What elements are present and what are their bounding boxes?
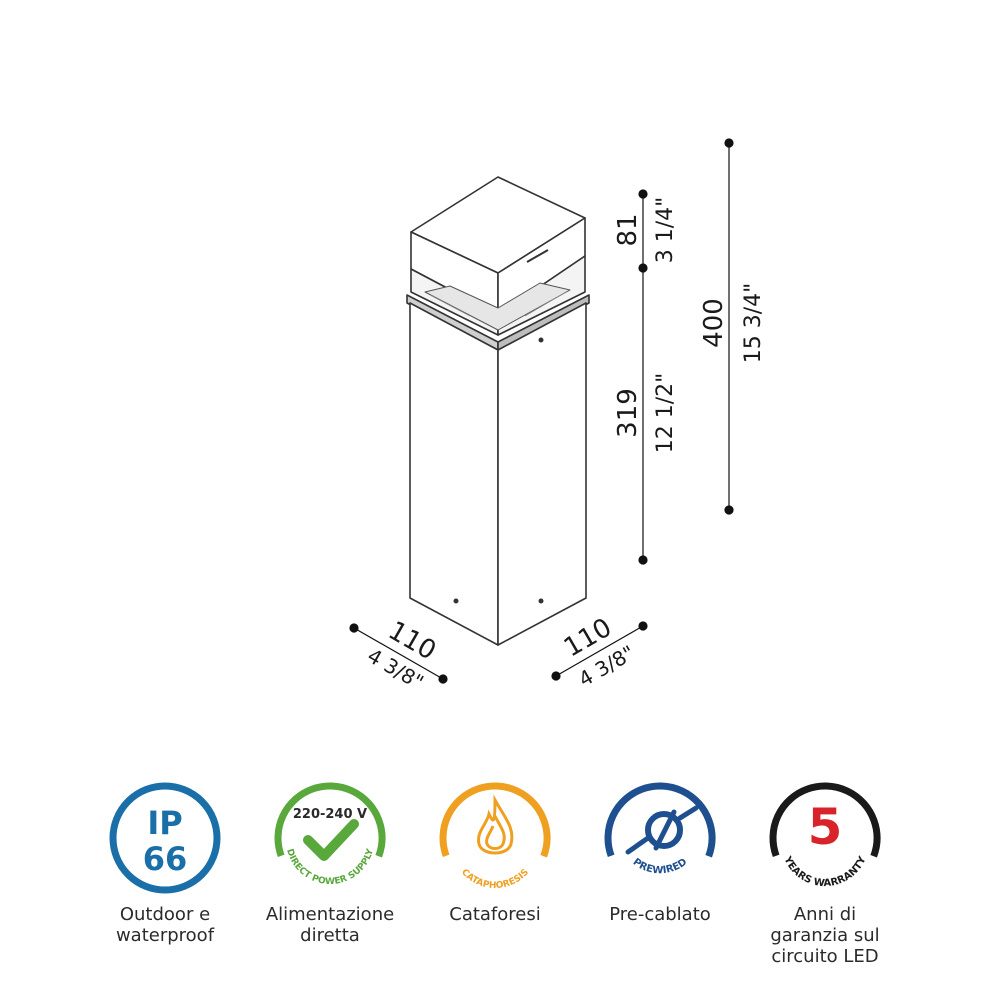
body-right-side bbox=[497, 302, 587, 646]
technical-drawing: 400 15 3/4" 81 3 1/4" 319 12 1/2" 110 4 … bbox=[349, 138, 766, 694]
badge-prewired: PREWIRED Pre-cablato bbox=[575, 778, 745, 925]
badge-label-warranty: Anni di garanzia sul circuito LED bbox=[770, 904, 880, 967]
svg-text:PREWIRED: PREWIRED bbox=[631, 857, 689, 877]
body-left-side bbox=[409, 302, 499, 646]
svg-text:YEARS WARRANTY: YEARS WARRANTY bbox=[781, 854, 869, 889]
total-height-in: 15 3/4" bbox=[741, 283, 766, 364]
cataphoresis-icon: CATAPHORESIS bbox=[439, 782, 551, 894]
badge-label-cataphoresis: Cataforesi bbox=[449, 904, 541, 925]
badge-ip66: IP 66 Outdoor e waterproof bbox=[80, 778, 250, 946]
head-height-in: 3 1/4" bbox=[653, 197, 678, 264]
svg-text:220-240 V: 220-240 V bbox=[293, 807, 367, 822]
badge-cataphoresis: CATAPHORESIS Cataforesi bbox=[410, 778, 580, 925]
ip66-icon: IP 66 bbox=[109, 782, 221, 894]
svg-text:5: 5 bbox=[808, 798, 843, 856]
head-height-mm: 81 bbox=[613, 213, 643, 246]
direct-power-supply-icon: 220-240 V DIRECT POWER SUPPLY bbox=[274, 782, 386, 894]
badge-label-ip66: Outdoor e waterproof bbox=[115, 904, 215, 946]
body-height-mm: 319 bbox=[613, 388, 643, 438]
svg-text:CATAPHORESIS: CATAPHORESIS bbox=[459, 868, 531, 892]
badge-direct-power: 220-240 V DIRECT POWER SUPPLY Alimentazi… bbox=[245, 778, 415, 946]
warranty-icon: 5 YEARS WARRANTY bbox=[769, 782, 881, 894]
svg-text:66: 66 bbox=[143, 840, 188, 878]
badge-label-prewired: Pre-cablato bbox=[609, 904, 711, 925]
prewired-icon: PREWIRED bbox=[604, 782, 716, 894]
feature-badges: IP 66 Outdoor e waterproof 220-240 V DIR… bbox=[0, 770, 1000, 1000]
body-height-in: 12 1/2" bbox=[653, 373, 678, 454]
svg-text:IP: IP bbox=[147, 804, 182, 842]
total-height-mm: 400 bbox=[699, 298, 729, 348]
badge-label-direct-power: Alimentazione diretta bbox=[265, 904, 395, 946]
bollard-lamp-illustration bbox=[406, 176, 590, 646]
badge-warranty: 5 YEARS WARRANTY Anni di garanzia sul ci… bbox=[740, 778, 910, 967]
